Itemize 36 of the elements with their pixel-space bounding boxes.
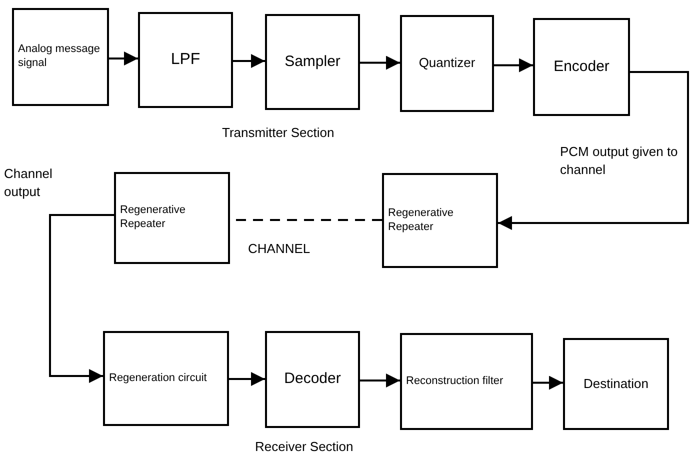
- arrow: [109, 52, 138, 66]
- block-label: Reconstruction filter: [406, 374, 504, 388]
- block-label: Regenerative Repeater: [120, 204, 186, 232]
- block-box: [103, 331, 229, 426]
- block-label: Analog message signal: [18, 43, 101, 71]
- block-box: [563, 338, 669, 430]
- block-box: [265, 14, 360, 110]
- block-label: Decoder: [284, 370, 341, 389]
- block-box: [12, 8, 109, 106]
- note-text: CHANNEL: [248, 240, 312, 258]
- block-label: Regeneration circuit: [109, 372, 207, 386]
- arrow: [49, 214, 114, 383]
- block-label: Destination: [583, 376, 649, 392]
- block-box: [265, 331, 360, 428]
- arrow: [229, 372, 265, 386]
- block-box: [400, 15, 494, 112]
- note-text: Transmitter Section: [222, 124, 336, 142]
- block-box: [533, 18, 630, 116]
- block-label: Encoder: [554, 58, 610, 76]
- block-box: [400, 333, 533, 430]
- block-label: LPF: [170, 50, 200, 70]
- arrow: [360, 374, 400, 388]
- block-box: [114, 172, 230, 264]
- block-label: Quantizer: [418, 55, 476, 72]
- block-label: Regenerative Repeater: [388, 206, 454, 234]
- arrow: [533, 376, 563, 390]
- note-text: Receiver Section: [255, 438, 354, 456]
- arrow: [498, 71, 689, 230]
- arrow: [494, 58, 533, 72]
- arrow: [360, 56, 400, 70]
- block-label: Sampler: [284, 52, 340, 72]
- arrow: [233, 54, 265, 68]
- block-box: [138, 12, 233, 108]
- note-text: PCM output given to channel: [560, 143, 679, 179]
- block-box: [382, 173, 498, 268]
- note-text: Channel output: [4, 165, 54, 201]
